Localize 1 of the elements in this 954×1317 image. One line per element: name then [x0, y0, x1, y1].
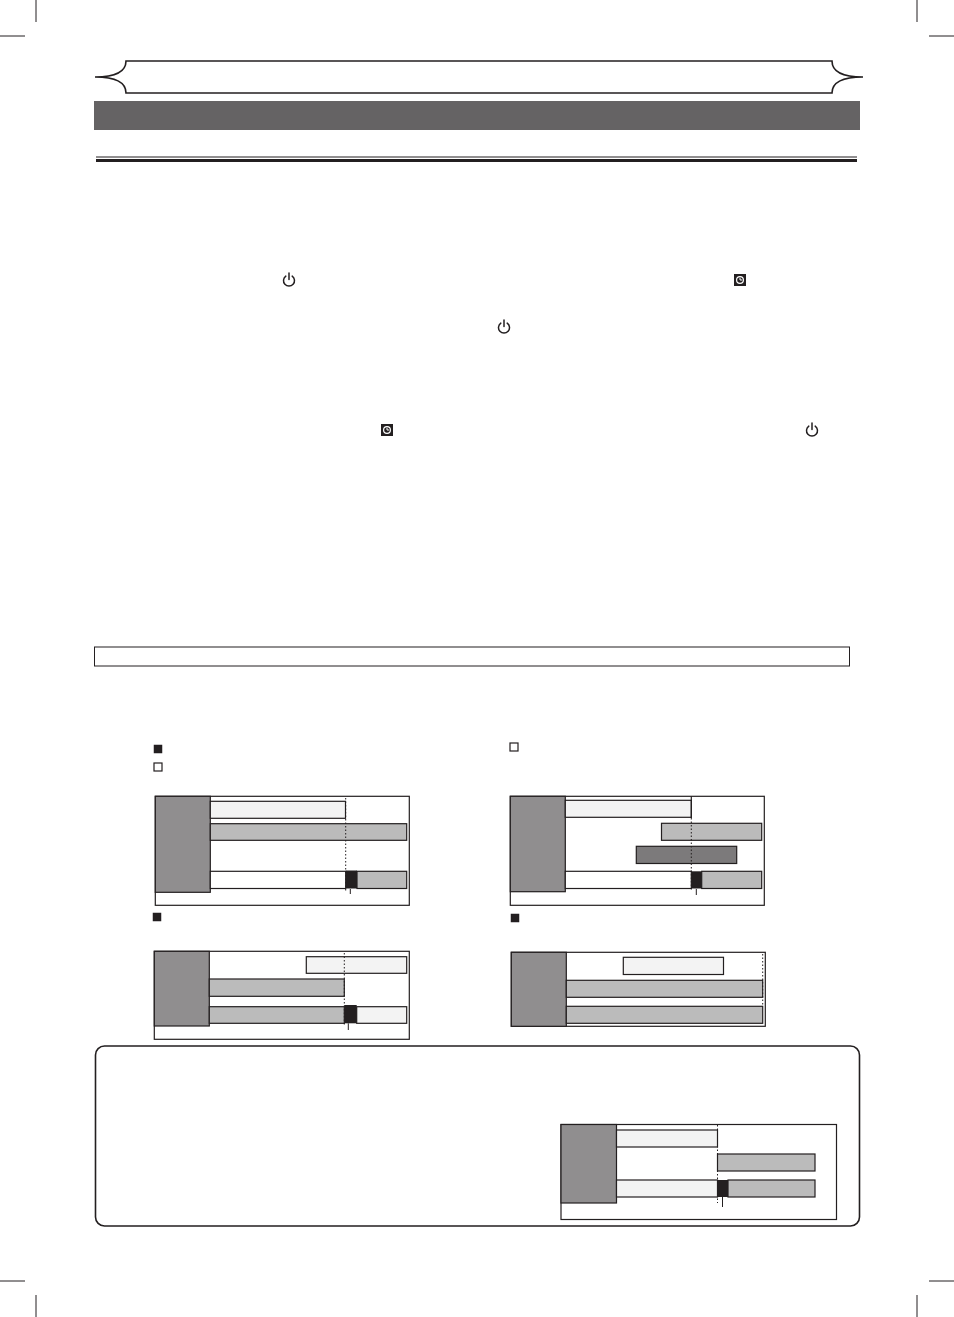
section-band [94, 101, 860, 130]
